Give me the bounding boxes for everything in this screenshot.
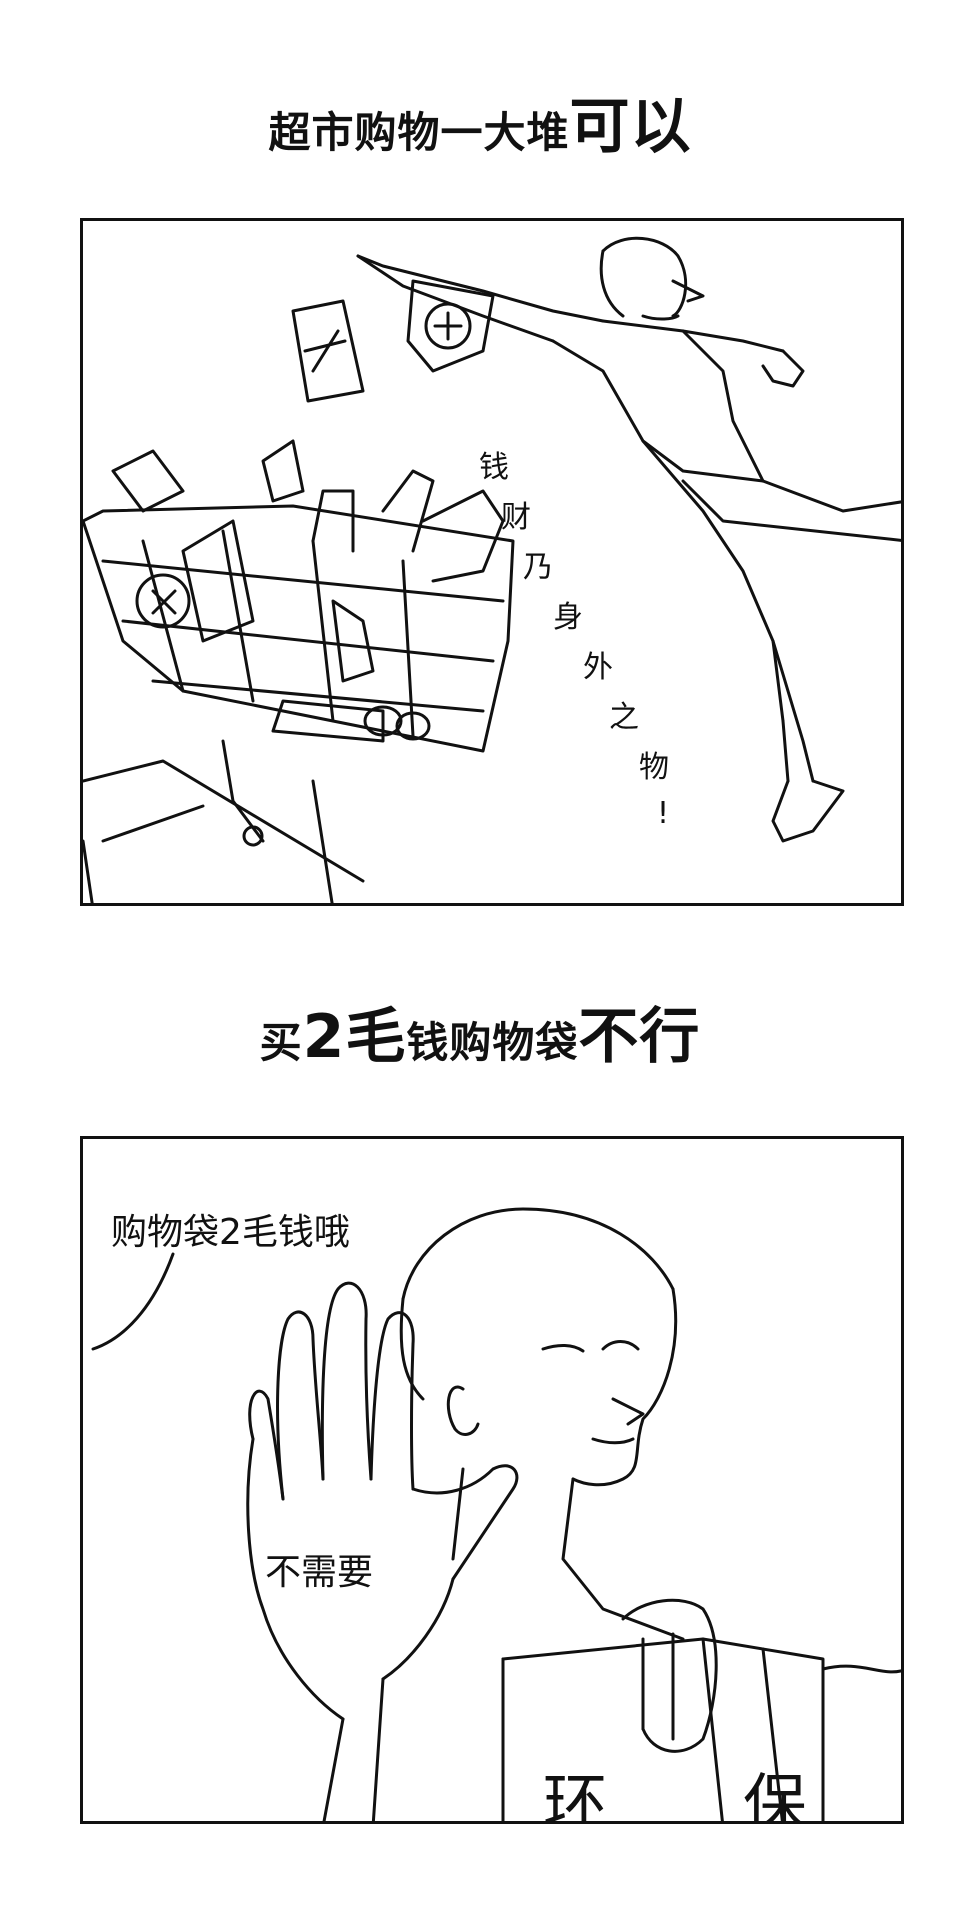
eco-bag-icon bbox=[501, 1598, 901, 1821]
vertical-text-char-0: 钱 bbox=[479, 450, 509, 485]
comic-panel-shopping: 钱 财 乃 身 外 之 物 ! bbox=[80, 218, 904, 906]
speech-pointer-line bbox=[91, 1252, 175, 1351]
woman-figure bbox=[356, 236, 901, 843]
bag-char-0: 环 bbox=[543, 1768, 607, 1824]
vertical-text-char-2: 乃 bbox=[523, 550, 553, 585]
comic-panel-refuse-bag: 购物袋2毛钱哦 不需要 环 保 bbox=[80, 1136, 904, 1824]
heading-2-part-3: 钱购物袋 bbox=[406, 1018, 579, 1067]
heading-2-part-1: 买 bbox=[259, 1018, 303, 1067]
vertical-text-char-3: 身 bbox=[553, 600, 583, 635]
raised-hand-icon bbox=[246, 1281, 519, 1821]
heading-supermarket-ok: 超市购物一大堆可以 bbox=[0, 78, 960, 165]
woman-head bbox=[399, 1207, 685, 1641]
speech-bubble-text: 购物袋2毛钱哦 bbox=[111, 1212, 350, 1253]
heading-2-part-2: 2毛 bbox=[302, 1002, 407, 1072]
vertical-text-char-1: 财 bbox=[501, 500, 531, 535]
reply-text: 不需要 bbox=[265, 1552, 374, 1593]
vertical-text-char-7: ! bbox=[657, 796, 670, 831]
vertical-text-char-5: 之 bbox=[609, 700, 639, 735]
heading-1-large: 可以 bbox=[569, 92, 692, 162]
shopping-illustration bbox=[83, 236, 901, 903]
vertical-text-char-6: 物 bbox=[639, 750, 669, 785]
vertical-text-char-4: 外 bbox=[583, 650, 613, 685]
refuse-illustration bbox=[91, 1207, 901, 1821]
heading-1-small: 超市购物一大堆 bbox=[268, 108, 570, 157]
heading-2-part-4: 不行 bbox=[578, 1002, 701, 1072]
heading-bag-not-ok: 买2毛钱购物袋不行 bbox=[0, 988, 960, 1075]
bag-char-1: 保 bbox=[743, 1768, 807, 1824]
shopping-cart-icon bbox=[83, 279, 515, 903]
